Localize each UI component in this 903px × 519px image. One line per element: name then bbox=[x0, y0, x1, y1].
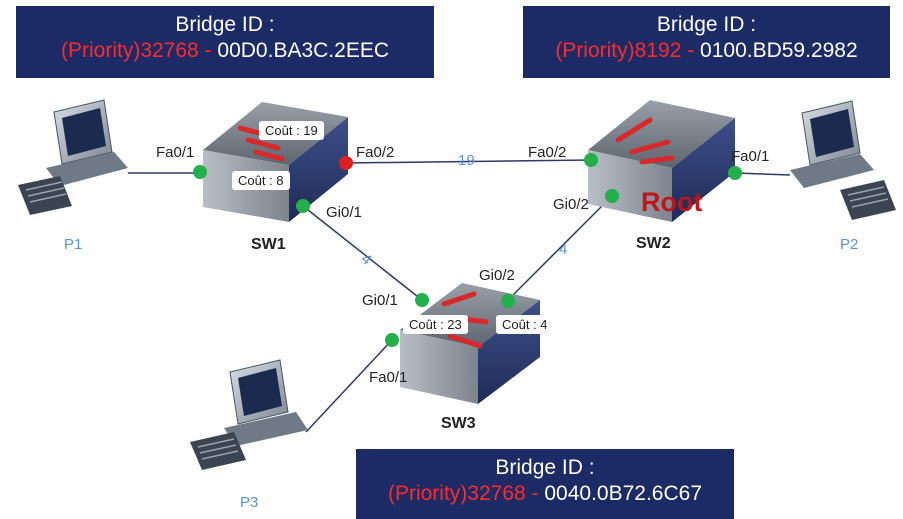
root-badge: Root bbox=[641, 187, 702, 217]
port-dot-sw1-fa02-blocked bbox=[339, 156, 353, 170]
bridge-priority: (Priority)32768 bbox=[387, 482, 526, 505]
bridge-priority: (Priority)8192 bbox=[555, 39, 682, 62]
bridge-id-title: Bridge ID : bbox=[175, 13, 275, 36]
pc-p2-icon[interactable] bbox=[790, 100, 896, 220]
bridge-id-box-sw1: Bridge ID : (Priority)32768 - 00D0.BA3C.… bbox=[16, 6, 434, 78]
link-sw1-sw2 bbox=[345, 159, 592, 164]
port-indicators bbox=[193, 153, 742, 347]
link-sw3-p3 bbox=[305, 339, 393, 433]
link-cost-sw2-sw3: 4 bbox=[559, 241, 568, 258]
bridge-id-box-sw2: Bridge ID : (Priority)8192 - 0100.BD59.2… bbox=[523, 6, 890, 78]
bridge-id-title: Bridge ID : bbox=[495, 456, 595, 479]
bridge-sep: - bbox=[681, 39, 701, 62]
bridge-sep: - bbox=[198, 39, 218, 62]
path-cost-sw3-gi01: Coût : 23 bbox=[403, 315, 468, 334]
bridge-mac: 0040.0B72.6C67 bbox=[544, 482, 703, 505]
port-label-sw3-gi01: Gi0/1 bbox=[362, 292, 398, 309]
bridge-id-title: Bridge ID : bbox=[656, 13, 757, 36]
port-label-sw2-fa01: Fa0/1 bbox=[731, 148, 770, 165]
link-sw2-p2 bbox=[734, 172, 791, 176]
switch-name-sw3: SW3 bbox=[441, 415, 476, 432]
port-dot-sw3-fa01 bbox=[385, 333, 399, 347]
port-label-sw2-gi02: Gi0/2 bbox=[553, 196, 589, 213]
link-cost-sw1-sw2: 19 bbox=[458, 152, 475, 169]
port-label-sw1-fa02: Fa0/2 bbox=[356, 144, 395, 161]
link-sw2-sw3 bbox=[507, 195, 613, 301]
port-label-sw1-gi01: Gi0/1 bbox=[326, 204, 362, 221]
port-dot-sw3-gi01 bbox=[415, 293, 429, 307]
bridge-id-box-sw3: Bridge ID : (Priority)32768 - 0040.0B72.… bbox=[356, 449, 734, 519]
port-label-sw1-fa01: Fa0/1 bbox=[156, 144, 195, 161]
bridge-mac: 0100.BD59.2982 bbox=[700, 39, 858, 62]
switch-sw2-icon[interactable] bbox=[588, 100, 735, 222]
port-dot-sw1-gi01 bbox=[296, 199, 310, 213]
path-cost-sw3-gi02: Coût : 4 bbox=[496, 315, 554, 334]
port-dot-sw1-fa01 bbox=[193, 165, 207, 179]
pc-label-p1: P1 bbox=[64, 236, 83, 253]
switch-name-sw2: SW2 bbox=[636, 235, 671, 252]
port-label-sw3-fa01: Fa0/1 bbox=[369, 369, 408, 386]
link-sw1-sw3 bbox=[302, 205, 423, 301]
pc-p3-icon[interactable] bbox=[190, 359, 308, 470]
bridge-sep: - bbox=[525, 482, 545, 505]
port-dot-sw2-fa02 bbox=[584, 153, 598, 167]
port-label-sw3-gi02: Gi0/2 bbox=[479, 267, 515, 284]
pc-label-p3: P3 bbox=[240, 494, 259, 511]
path-cost-sw1-gi01: Coût : 8 bbox=[232, 171, 290, 190]
port-dot-sw2-fa01 bbox=[728, 166, 742, 180]
path-cost-sw1-fa02: Coût : 19 bbox=[259, 121, 324, 140]
bridge-id-value: (Priority)8192 - 0100.BD59.2982 bbox=[523, 38, 890, 64]
bridge-mac: 00D0.BA3C.2EEC bbox=[217, 39, 389, 62]
pc-p1-icon[interactable] bbox=[18, 99, 128, 215]
bridge-priority: (Priority)32768 bbox=[61, 39, 199, 62]
port-dot-sw3-gi02 bbox=[501, 294, 515, 308]
port-label-sw2-fa02: Fa0/2 bbox=[528, 144, 567, 161]
pc-label-p2: P2 bbox=[840, 236, 859, 253]
port-dot-sw2-gi02 bbox=[605, 189, 619, 203]
bridge-id-value: (Priority)32768 - 00D0.BA3C.2EEC bbox=[16, 38, 434, 64]
bridge-id-value: (Priority)32768 - 0040.0B72.6C67 bbox=[356, 481, 734, 507]
links bbox=[128, 159, 791, 433]
switch-name-sw1: SW1 bbox=[251, 236, 286, 253]
